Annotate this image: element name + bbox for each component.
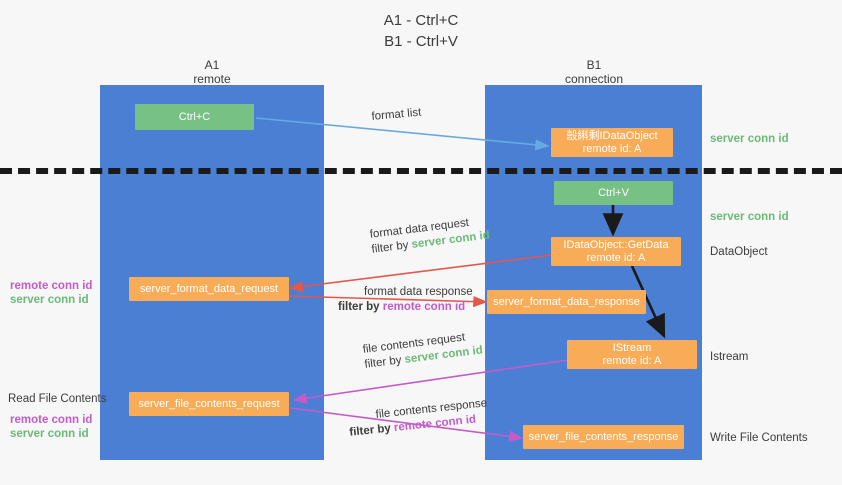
phase-divider <box>0 168 842 174</box>
node-server-file-contents-request-label: server_file_contents_request <box>138 397 280 410</box>
node-server-format-data-response[interactable]: server_format_data_response <box>487 290 646 314</box>
edge-label-format-data-response: format data response filter by remote con… <box>338 285 473 315</box>
node-istream-line1: IStream <box>612 341 652 354</box>
annotation-left-ids-file: remote conn id server conn id <box>10 413 92 441</box>
node-ole-set-clipboard[interactable]: 嗀䌀剩IDataObject remote id: A <box>551 128 673 157</box>
node-idataobject-getdata-line2: remote id: A <box>586 251 646 264</box>
column-header-a1-name: A1 <box>204 58 220 72</box>
column-header-b1-name: B1 <box>586 58 602 72</box>
column-header-b1-role: connection <box>564 72 624 86</box>
edge-label-format-data-response-prefix: filter by <box>338 301 383 313</box>
annotation-data-object: DataObject <box>710 246 768 258</box>
node-server-format-data-response-label: server_format_data_response <box>493 295 640 308</box>
node-ctrl-c[interactable]: Ctrl+C <box>135 104 254 130</box>
annotation-server-conn-id-top: server conn id <box>710 133 789 145</box>
annotation-read-file-contents: Read File Contents <box>8 393 107 405</box>
edge-label-file-contents-response-prefix: filter by <box>348 422 395 439</box>
node-idataobject-getdata[interactable]: IDataObject::GetData remote id: A <box>551 237 681 266</box>
annotation-left-ids-file-server: server conn id <box>10 428 89 440</box>
node-server-file-contents-request[interactable]: server_file_contents_request <box>129 392 289 416</box>
node-server-file-contents-response-label: server_file_contents_response <box>528 430 679 443</box>
edge-label-format-list: format list <box>371 106 422 123</box>
node-ole-set-clipboard-line1: 嗀䌀剩IDataObject <box>566 129 658 142</box>
node-idataobject-getdata-line1: IDataObject::GetData <box>563 238 669 251</box>
node-server-format-data-request-label: server_format_data_request <box>139 282 279 295</box>
node-server-file-contents-response[interactable]: server_file_contents_response <box>523 425 684 449</box>
node-ole-set-clipboard-line2: remote id: A <box>582 142 642 155</box>
node-ctrl-c-label: Ctrl+C <box>178 110 211 123</box>
node-istream-line2: remote id: A <box>602 354 662 367</box>
annotation-istream: Istream <box>710 351 749 363</box>
node-istream[interactable]: IStream remote id: A <box>567 340 697 369</box>
annotation-server-conn-id-mid: server conn id <box>710 211 789 223</box>
annotation-left-ids-format-server: server conn id <box>10 294 89 306</box>
edge-label-format-data-response-token: remote conn id <box>382 301 466 313</box>
edge-label-format-data-response-line1: format data response <box>364 286 473 298</box>
edge-label-file-contents-request-prefix: filter by <box>363 353 406 371</box>
node-ctrl-v-label: Ctrl+V <box>598 186 629 199</box>
annotation-left-ids-format: remote conn id server conn id <box>10 279 92 307</box>
node-server-format-data-request[interactable]: server_format_data_request <box>129 277 289 301</box>
edge-label-format-data-request-prefix: filter by <box>370 238 413 256</box>
node-ctrl-v[interactable]: Ctrl+V <box>554 181 673 205</box>
annotation-left-ids-file-remote: remote conn id <box>10 414 93 426</box>
page-title: A1 - Ctrl+C B1 - Ctrl+V <box>383 12 459 50</box>
annotation-left-ids-format-remote: remote conn id <box>10 280 93 292</box>
annotation-write-file-contents: Write File Contents <box>710 432 808 444</box>
column-header-a1-role: remote <box>193 72 231 86</box>
